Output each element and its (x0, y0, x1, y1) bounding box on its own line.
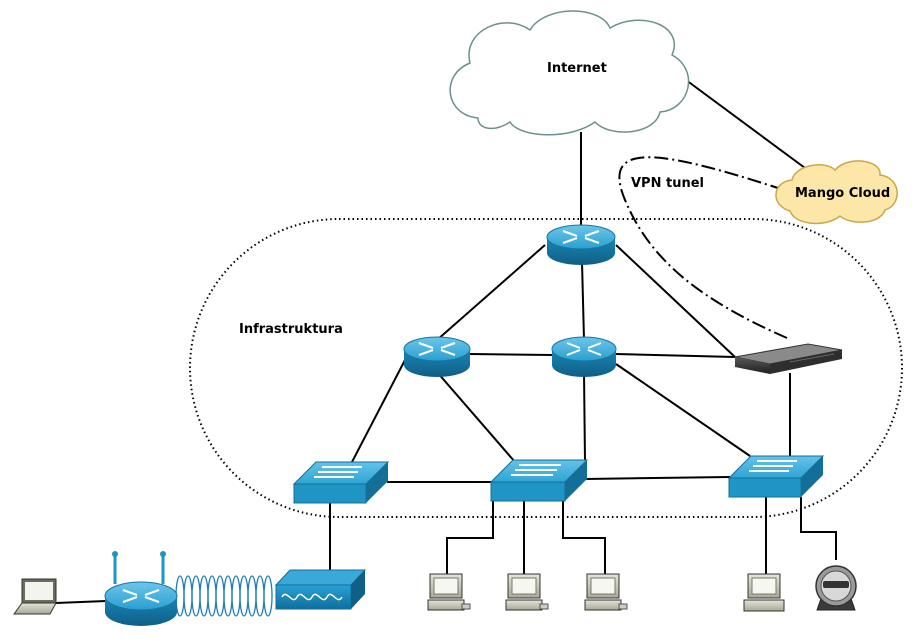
vpn-tunnel-path (618, 156, 788, 339)
vpn-tunnel-label: VPN tunel (631, 176, 704, 191)
pc-icon (427, 573, 471, 611)
infrastructure-label: Infrastruktura (239, 322, 343, 337)
laptop-icon (13, 578, 57, 615)
pc-icon (505, 573, 549, 611)
wireless-signal-icon (175, 575, 273, 617)
server-icon (734, 343, 843, 374)
access-point-icon (274, 569, 367, 610)
switch-icon (489, 459, 589, 502)
router-icon (551, 336, 617, 377)
router-icon (403, 336, 471, 377)
internet-cloud-icon (449, 10, 690, 136)
router-icon (546, 224, 616, 265)
wireless-router-icon (104, 551, 178, 626)
pc-icon (743, 573, 785, 612)
switch-icon (727, 455, 825, 498)
network-links (55, 79, 837, 604)
mango-cloud-label: Mango Cloud (795, 186, 891, 201)
internet-label: Internet (547, 61, 607, 76)
pc-icon (584, 573, 628, 611)
switch-icon (292, 461, 390, 504)
mango-cloud-icon (775, 160, 898, 225)
infrastructure-boundary (189, 218, 903, 518)
printer-icon (815, 565, 857, 611)
